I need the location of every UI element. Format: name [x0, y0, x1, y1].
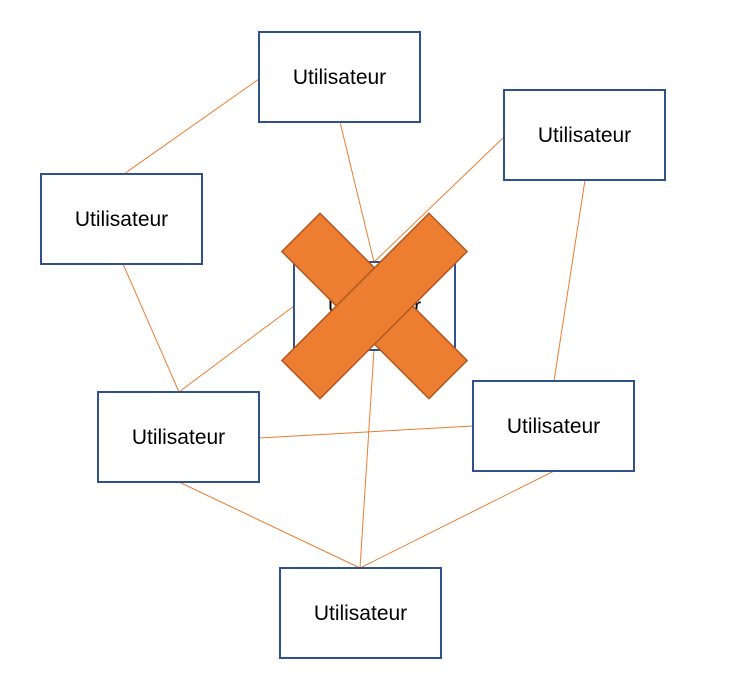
user-node-label: Utilisateur — [507, 415, 600, 438]
x-cross-center — [337, 269, 412, 343]
user-node-label: Utilisateur — [75, 208, 168, 231]
user-node-label: Utilisateur — [314, 602, 407, 625]
user-node-top-right: Utilisateur — [503, 89, 666, 181]
user-node-left: Utilisateur — [40, 173, 203, 265]
edge-center-to-bottom-left — [178, 305, 295, 393]
edge-top-to-center — [339, 121, 375, 263]
user-node-box — [503, 89, 666, 181]
user-node-label: Utilisateur — [538, 124, 631, 147]
edge-top-right-to-center — [373, 136, 505, 263]
edge-top-right-to-right — [553, 179, 586, 382]
removal-marker — [280, 212, 469, 400]
user-node-label: Utilisateur — [132, 426, 225, 449]
edge-center-to-bottom — [359, 349, 375, 569]
user-node-right: Utilisateur — [472, 380, 635, 472]
user-node-box — [279, 567, 442, 659]
user-node-top: Utilisateur — [258, 31, 421, 123]
user-node-bottom-left: Utilisateur — [97, 391, 260, 483]
edge-bottom-left-to-right — [258, 425, 474, 439]
user-node-box — [472, 380, 635, 472]
edge-top-to-left — [123, 78, 260, 175]
user-node-box — [40, 173, 203, 265]
user-node-label: Utilisateur — [293, 66, 386, 89]
user-node-box — [258, 31, 421, 123]
connection-lines — [122, 78, 586, 569]
user-node-box — [97, 391, 260, 483]
edge-right-to-bottom — [359, 470, 555, 569]
edge-left-to-bottom-left — [122, 263, 180, 393]
edge-bottom-left-to-bottom — [178, 481, 361, 569]
x-cross-icon — [280, 212, 469, 400]
user-node-bottom: Utilisateur — [279, 567, 442, 659]
